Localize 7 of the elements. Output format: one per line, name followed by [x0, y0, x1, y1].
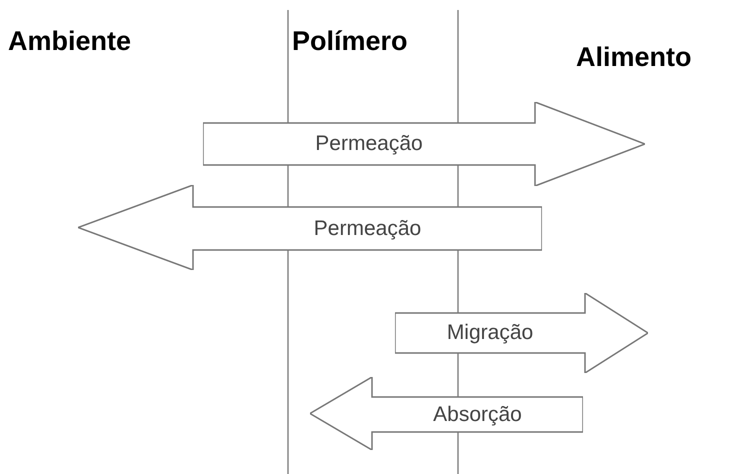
arrow-label: Absorção — [433, 402, 522, 428]
arrow-label: Permeação — [315, 131, 423, 158]
region-heading: Polímero — [292, 28, 408, 55]
arrow-label: Permeação — [314, 216, 422, 242]
region-heading: Alimento — [576, 44, 692, 71]
region-heading: Ambiente — [8, 28, 132, 55]
arrow-label: Migração — [446, 320, 534, 346]
